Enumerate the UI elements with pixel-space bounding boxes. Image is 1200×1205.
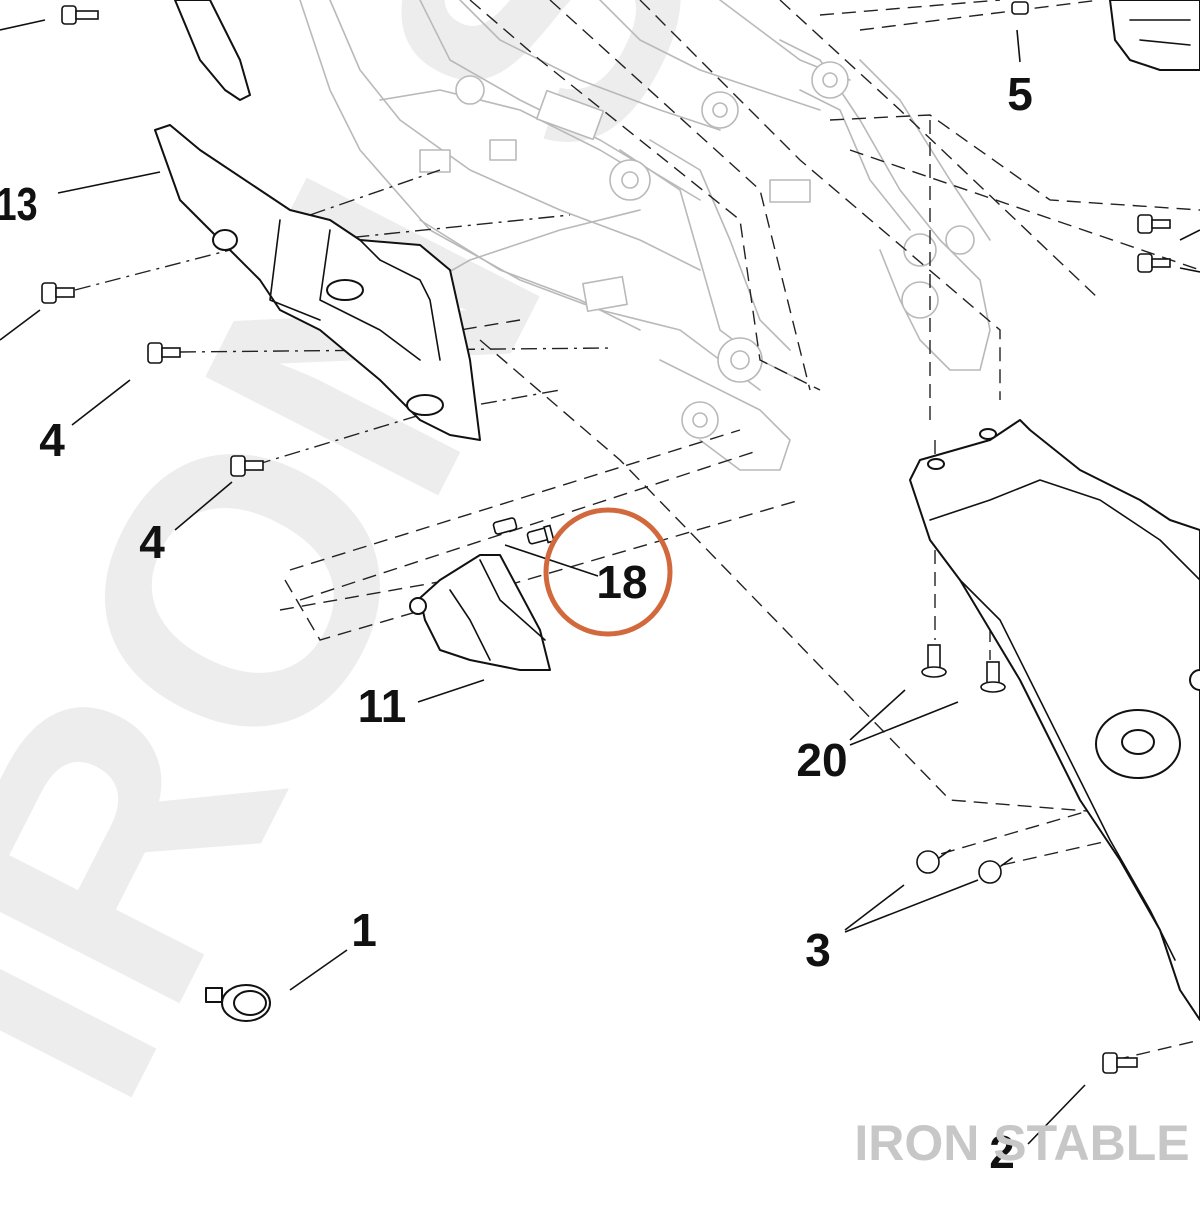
part-13-side-cover [154,124,481,441]
callout-4-upper: 4 [39,414,65,466]
pin-18-b [526,524,555,545]
bolt-2 [1102,1052,1138,1074]
motorcycle-frame [299,0,991,471]
bolt-5 [1011,1,1029,15]
part-1-clamp [205,984,271,1022]
clip-3-a [916,849,951,874]
highlight-ring [543,507,673,637]
bolt-4-lower [230,455,264,477]
callout-4-lower: 4 [139,516,165,568]
stud-20-a [921,644,947,678]
bolt-4-upper [147,342,181,364]
callout-11: 11 [358,680,407,732]
part-top-right-component [1109,0,1200,71]
callout-2: 2 [989,1126,1015,1178]
pin-18-a [492,517,518,535]
bolt-right-upper [1137,214,1171,234]
bolt-4-upper-left [41,282,75,304]
clip-3-b [978,857,1013,884]
callout-3: 3 [805,924,831,976]
part-11-guard [409,554,551,671]
callout-labels: 13 4 4 18 11 5 20 3 1 2 [0,68,1033,1178]
bolt-right-lower [1137,253,1171,273]
top-left-bracket [174,0,251,101]
callout-18: 18 [596,556,647,608]
bolt-top-left [61,5,99,25]
highlight-callout-18 [543,507,673,637]
iron-stable-logo: IRON STABLE [854,1115,1189,1171]
stud-20-b [980,661,1006,693]
callout-20: 20 [796,734,847,786]
callout-5: 5 [1007,68,1033,120]
leader-lines [0,19,1200,1145]
callout-13: 13 [0,178,38,229]
right-side-panel [909,419,1200,1021]
fasteners [41,1,1171,1074]
callout-1: 1 [351,904,377,956]
